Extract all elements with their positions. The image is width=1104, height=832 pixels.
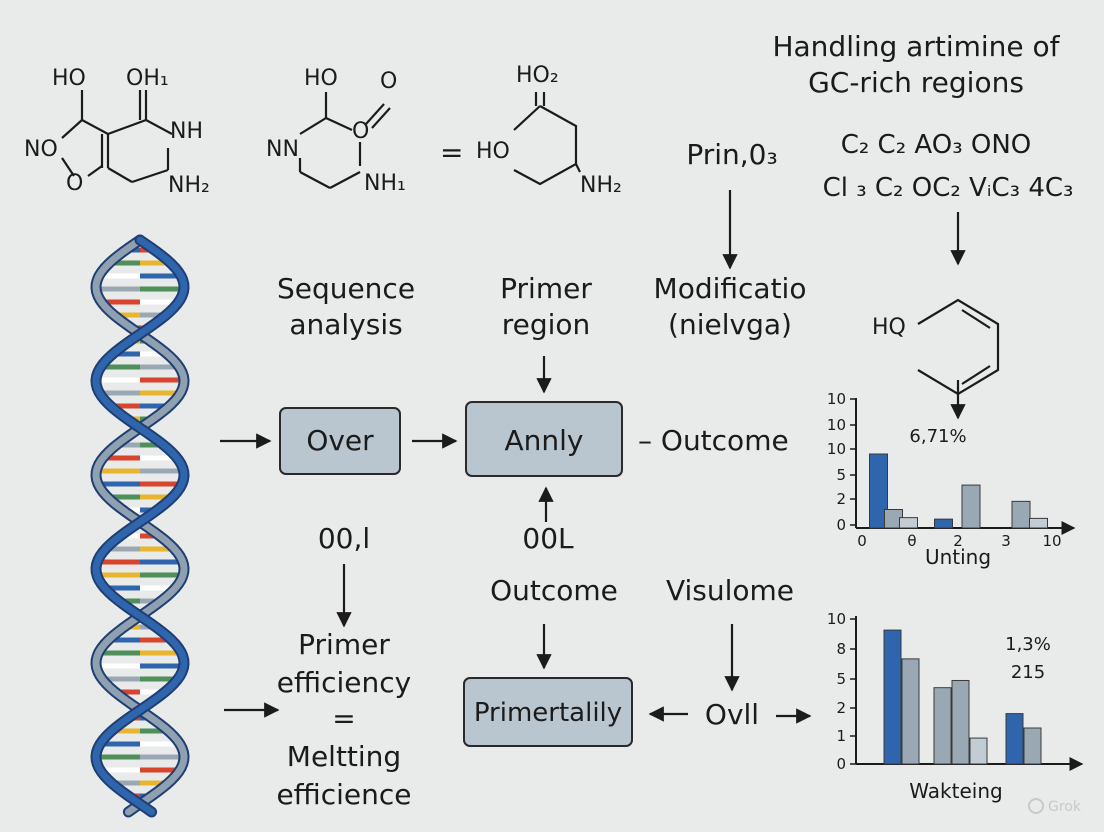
chart2-bar: [933, 687, 952, 765]
chart2-ytick: 1: [836, 727, 846, 745]
outcome-mid-label: Outcome: [490, 574, 618, 607]
sequence-analysis-line-1: Sequence: [277, 272, 415, 305]
equals-sign: =: [440, 136, 463, 169]
mol2-o-top: O: [380, 69, 397, 94]
watermark-icon: [1028, 798, 1044, 814]
dna-strand-front: [92, 236, 188, 816]
mol2-ho: HO: [304, 66, 338, 91]
molecule-2: [298, 92, 391, 189]
formula-line-2: Cl ₃ C₂ OC₂ VᵢC₃ 4C₃: [823, 173, 1074, 203]
ovll-label: Ovll: [705, 698, 759, 731]
molecule-1: [61, 90, 173, 184]
chart2-ytick: 5: [836, 670, 846, 688]
ool-left-label: 00,l: [318, 522, 370, 555]
chart2-bar: [1005, 713, 1024, 765]
percent-bottom-line-2: 215: [1011, 662, 1045, 683]
annly-box: Annly: [465, 401, 623, 477]
chart1-xtick: θ: [907, 532, 916, 550]
chart1-bar: [899, 517, 918, 529]
primer-efficiency-line-1: Primer: [298, 628, 390, 661]
primer-efficiency-line-3: =: [332, 702, 355, 735]
chart1-ytick: 10: [827, 440, 846, 458]
over-box: Over: [279, 407, 401, 475]
chart1-ytick: 0: [836, 516, 846, 534]
molecule-4: [917, 298, 1000, 396]
chart2-ytick: 8: [836, 640, 846, 658]
primer-efficiency-line-5: efficience: [276, 778, 411, 811]
annly-box-label: Annly: [505, 424, 584, 457]
chart1-bar: [1029, 517, 1048, 529]
chart1-bar: [1011, 500, 1031, 529]
chart1-ytick: 2: [836, 490, 846, 508]
chart1-ytick: 10: [827, 416, 846, 434]
chart2-ytick: 2: [836, 699, 846, 717]
chart1-xtick: 0: [857, 532, 867, 550]
chart1-ytick: 5: [836, 466, 846, 484]
chart2-bar: [883, 629, 902, 765]
mol3-nh2: NH₂: [580, 173, 622, 198]
mol1-o: O: [66, 171, 83, 196]
chart2-bar: [969, 737, 988, 765]
watermark-text: Grok: [1048, 799, 1082, 815]
primertalily-box: Primertalily: [463, 677, 633, 747]
mol1-nh: NH: [170, 119, 203, 144]
bar-chart-top: 0 2 5 10 10 10 0 θ 2 3 10 Unting: [827, 390, 1076, 569]
primer-region-line-1: Primer: [500, 272, 592, 305]
mol1-nh2: NH₂: [168, 173, 210, 198]
watermark: Grok: [1028, 798, 1082, 815]
chart1-bar: [961, 484, 981, 529]
mol3-ho2: HO₂: [516, 63, 559, 88]
chart2-xlabel: Wakteing: [909, 779, 1002, 803]
mol1-ho: HO: [52, 66, 86, 91]
chart1-bar: [934, 518, 953, 529]
over-box-label: Over: [306, 424, 374, 457]
primertalily-box-label: Primertalily: [474, 698, 622, 728]
sequence-analysis-line-2: analysis: [289, 308, 402, 341]
chart2-bar: [1023, 727, 1042, 765]
title-line-2: GC-rich regions: [808, 66, 1024, 99]
primer-efficiency-line-4: Meltting: [287, 740, 401, 773]
chart1-ytick: 10: [827, 390, 846, 408]
mol2-nh1: NH₁: [364, 171, 406, 196]
molecule-3: [513, 92, 581, 186]
modification-line-2: (nielvga): [668, 308, 792, 341]
flow-arrows: [220, 190, 966, 724]
primer-region-line-2: region: [502, 308, 591, 341]
modification-line-1: Modificatio: [654, 272, 807, 305]
primer-efficiency-line-2: efficiency: [277, 666, 411, 699]
prin-label: Prin,0₃: [686, 138, 777, 171]
chart1-xtick: 10: [1042, 532, 1061, 550]
outcome-right-label: – Outcome: [638, 424, 789, 457]
chart1-xlabel: Unting: [925, 545, 991, 569]
chart2-ytick: 10: [827, 610, 846, 628]
percent-top-label: 6,71%: [909, 426, 966, 447]
mol2-o-ring: O: [352, 119, 369, 144]
mol4-hq: HQ: [872, 315, 906, 340]
mol3-ho: HO: [476, 139, 510, 164]
chart1-bar: [869, 453, 888, 529]
chart2-bar: [901, 658, 920, 765]
formula-line-1: C₂ C₂ AO₃ ONO: [841, 130, 1032, 160]
title-line-1: Handling artimine of: [772, 30, 1060, 63]
percent-bottom-line-1: 1,3%: [1005, 634, 1051, 655]
mol1-oh1: OH₁: [126, 66, 169, 91]
visulome-label: Visulome: [666, 574, 794, 607]
mol1-no: NO: [24, 137, 58, 162]
chart1-xtick: 2: [953, 532, 963, 550]
chart2-ytick: 0: [836, 755, 846, 773]
mol2-nn: NN: [266, 137, 299, 162]
ool-mid-label: 00L: [522, 522, 574, 555]
dna-double-helix: [90, 234, 190, 818]
chart1-xtick: 3: [1001, 532, 1011, 550]
bar-chart-bottom: 0 1 2 5 8 10 Wakteing: [827, 610, 1084, 803]
chart2-bar: [951, 679, 970, 765]
